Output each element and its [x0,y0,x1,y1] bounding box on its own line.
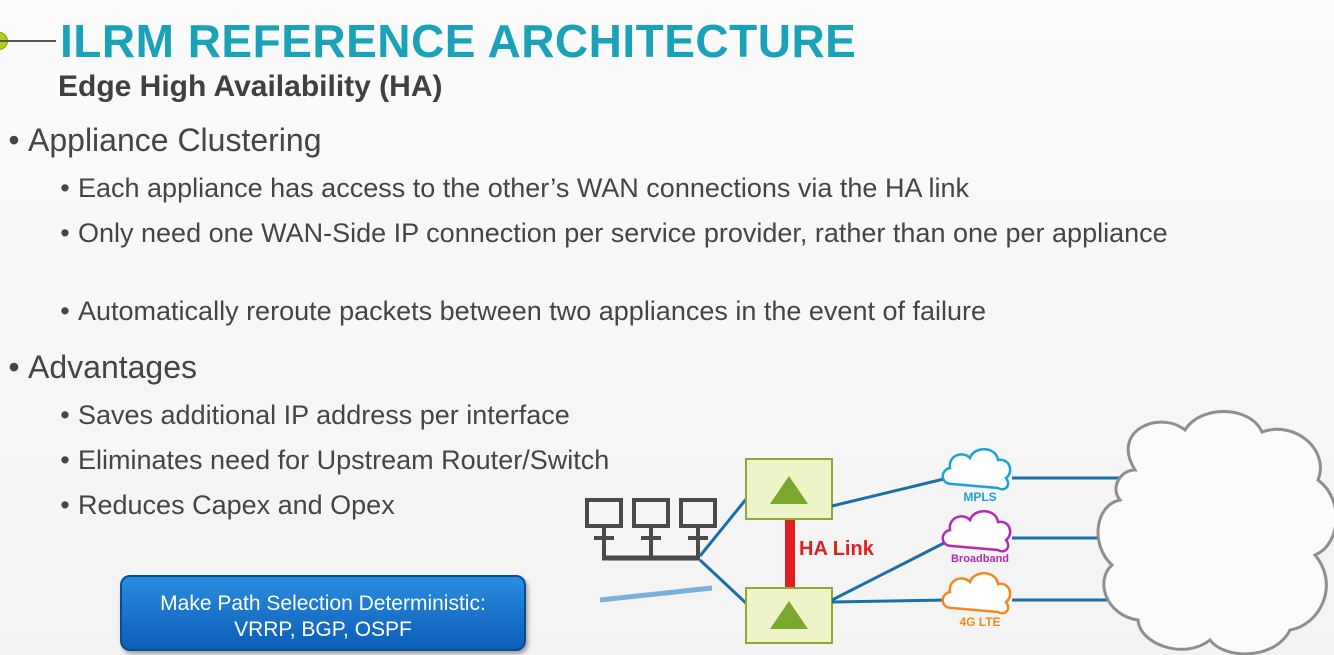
lan-links [599,497,749,606]
broadband-cloud-icon [941,510,1012,553]
sub-bullet: •Saves additional IP address per interfa… [60,400,570,430]
mpls-label: MPLS [963,490,997,504]
bullet-dot: • [8,122,20,158]
appliance-bottom-icon [745,587,833,644]
sub-bullet: •Reduces Capex and Opex [60,490,395,520]
callout-line-1: Make Path Selection Deterministic: [160,592,486,615]
slide-title: ILRM REFERENCE ARCHITECTURE [60,15,857,67]
lte-label: 4G LTE [959,615,1001,629]
lan-computers-icon [585,498,717,561]
bullet-appliance-clustering: •Appliance Clustering [0,122,321,159]
appliance-top-icon [745,458,833,520]
slide-subtitle: Edge High Availability (HA) [58,70,443,103]
wan-links [831,476,1135,604]
sub-bullet: •Automatically reroute packets between t… [60,296,987,326]
lte-cloud-icon [941,572,1012,615]
broadband-label: Broadband [950,553,1010,565]
bullet-advantages: •Advantages [0,349,197,386]
path-selection-callout: Make Path Selection Deterministic: VRRP,… [120,575,526,651]
sub-bullet: •Each appliance has access to the other’… [60,173,969,203]
sub-bullet: •Only need one WAN-Side IP connection pe… [60,218,1168,248]
sub-bullet: •Eliminates need for Upstream Router/Swi… [60,445,610,475]
mpls-cloud-icon [941,448,1012,491]
ha-link-label: HA Link [799,538,874,560]
callout-line-2: VRRP, BGP, OSPF [234,618,412,641]
internet-cloud-icon [1096,410,1334,655]
bullet-dot: • [8,349,20,385]
ha-link-bar [785,520,795,588]
title-accent-line [0,40,56,42]
